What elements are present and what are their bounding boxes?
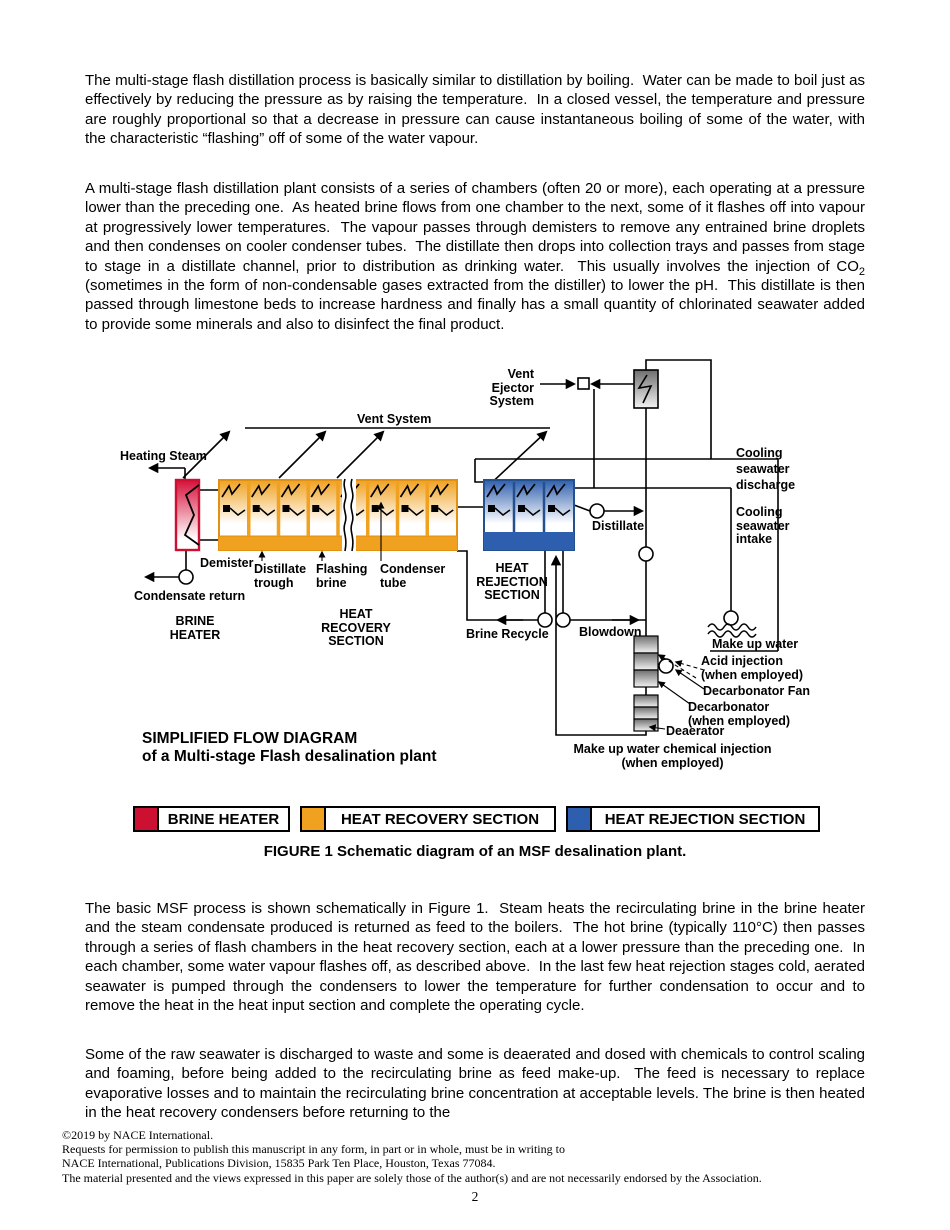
label-flashing-brine: Flashing brine (316, 562, 368, 590)
brine-heater-shape (174, 478, 201, 552)
figure-1-diagram: Vent Ejector System Vent System Heating … (0, 355, 950, 805)
label-deaerator: Deaerator (666, 724, 725, 738)
footer-line: ©2019 by NACE International. (62, 1128, 214, 1142)
label-condenser-tube: Condenser tube (380, 562, 446, 590)
paragraph-3: The basic MSF process is shown schematic… (85, 900, 870, 1015)
section-break-symbol (342, 479, 356, 551)
label-brine-recycle: Brine Recycle (466, 627, 549, 641)
legend-item-heat-recovery: HEAT RECOVERY SECTION (300, 806, 556, 832)
label-heat-recovery-section: HEAT RECOVERY SECTION (321, 607, 391, 648)
legend-item-brine-heater: BRINE HEATER (133, 806, 290, 832)
legend-swatch-blue (568, 808, 592, 830)
footer-line: The material presented and the views exp… (62, 1170, 762, 1185)
decarbonator-tower (633, 635, 659, 688)
paragraph-2: A multi-stage flash distillation plant c… (85, 179, 865, 334)
heat-recovery-shape (218, 478, 458, 552)
label-decarbonator: Decarbonator (when employed) (688, 700, 791, 728)
copyright-footer: ©2019 by NACE International. Requests fo… (62, 1128, 902, 1185)
label-condensate-return: Condensate return (134, 589, 246, 603)
label-heat-rejection-section: HEAT REJECTION SECTION (476, 561, 548, 602)
figure-caption: FIGURE 1 Schematic diagram of an MSF des… (263, 843, 687, 860)
msf-diagram-drawing (143, 359, 779, 736)
vent-junction-box (577, 377, 590, 390)
deaerator-tower (633, 694, 659, 732)
footer-line: Requests for permission to publish this … (62, 1142, 565, 1157)
legend-swatch-orange (302, 808, 326, 830)
paragraph-2-text-cont: (sometimes in the form of non-condensabl… (85, 257, 870, 333)
label-blowdown: Blowdown (579, 625, 642, 639)
paragraph-4: Some of the raw seawater is discharged t… (85, 1046, 870, 1122)
heat-rejection-shape (483, 479, 575, 551)
legend-label: BRINE HEATER (167, 810, 280, 828)
legend-item-heat-rejection: HEAT REJECTION SECTION (566, 806, 820, 832)
label-decarbonator-fan: Decarbonator Fan (703, 684, 810, 698)
figure-legend: BRINE HEATER HEAT RECOVERY SECTION HEAT … (133, 806, 820, 832)
label-acid-injection: Acid injection (when employed) (701, 654, 804, 682)
footer-line: NACE International, Publications Divisio… (62, 1156, 496, 1171)
pipe-lines (143, 359, 779, 736)
water-surface-symbol (707, 623, 757, 638)
label-vent-system: Vent System (357, 412, 432, 426)
vent-ejector-shape (633, 369, 659, 409)
label-demister: Demister (200, 556, 254, 570)
pump-circles (178, 503, 739, 674)
paragraph-1: The multi-stage flash distillation proce… (85, 72, 870, 148)
legend-swatch-red (135, 808, 159, 830)
label-make-up-water: Make up water (712, 637, 799, 651)
legend-label: HEAT REJECTION SECTION (604, 810, 806, 828)
label-distillate: Distillate (592, 519, 645, 533)
paragraph-2-text: A multi-stage flash distillation plant c… (85, 180, 870, 275)
label-brine-heater: BRINE HEATER (169, 614, 221, 642)
label-make-up-water-chemical-injection: Make up water chemical injection (when e… (573, 742, 772, 770)
label-heating-steam: Heating Steam (120, 449, 207, 463)
label-cooling-seawater-discharge: Cooling seawater discharge (736, 446, 796, 492)
figure-flow-title: SIMPLIFIED FLOW DIAGRAM of a Multi-stage… (142, 730, 437, 765)
label-vent-ejector-system: Vent Ejector System (489, 367, 534, 408)
label-cooling-seawater-intake: Cooling seawater intake (736, 505, 790, 546)
legend-label: HEAT RECOVERY SECTION (340, 810, 540, 828)
co2-subscript: 2 (858, 265, 865, 278)
pointer-arrows (258, 501, 705, 732)
page-number: 2 (471, 1189, 479, 1204)
label-distillate-trough: Distillate trough (254, 562, 307, 590)
